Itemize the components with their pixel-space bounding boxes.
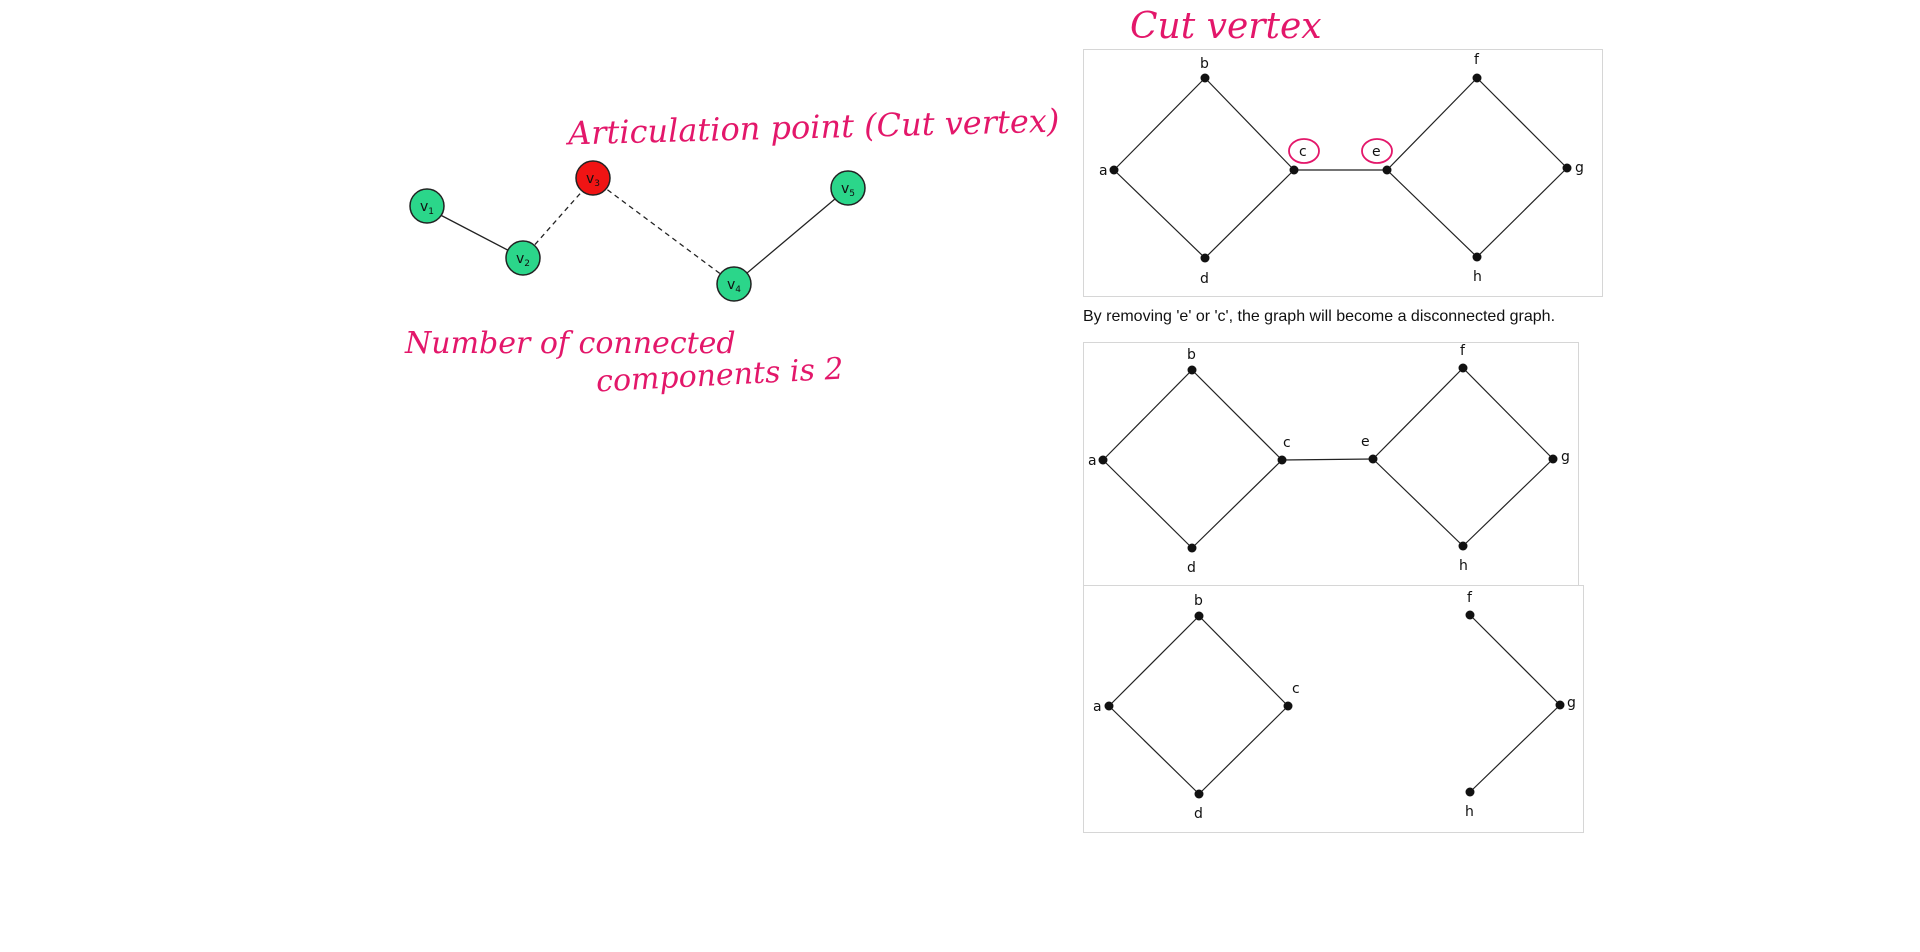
vertex-a (1098, 455, 1108, 465)
vertex-e (1368, 454, 1378, 464)
svg-text:d: d (1200, 271, 1209, 287)
vertex-b (1194, 611, 1204, 621)
vertex-h (1465, 787, 1475, 797)
svg-text:a: a (1099, 163, 1108, 179)
vertex-d (1187, 543, 1197, 553)
svg-text:v1: v1 (420, 199, 434, 217)
svg-text:b: b (1187, 347, 1196, 363)
articulation-point-diagram: v1 v2 v3 v4 v5 (409, 160, 866, 302)
vertex-c (1289, 165, 1299, 175)
vertex-f (1472, 73, 1482, 83)
svg-text:v5: v5 (841, 181, 855, 199)
svg-text:f: f (1474, 52, 1480, 68)
svg-text:e: e (1361, 434, 1370, 450)
svg-text:g: g (1567, 695, 1576, 711)
svg-text:f: f (1460, 343, 1466, 359)
svg-text:v3: v3 (586, 171, 600, 189)
edge-v1-v2 (426, 207, 524, 259)
svg-text:h: h (1465, 804, 1474, 820)
vertex-g (1548, 454, 1558, 464)
vertex-d (1200, 253, 1210, 263)
vertex-a (1104, 701, 1114, 711)
vertex-c (1283, 701, 1293, 711)
vertex-g (1555, 700, 1565, 710)
vertex-a (1109, 165, 1119, 175)
svg-text:h: h (1459, 558, 1468, 574)
svg-text:d: d (1194, 806, 1203, 822)
svg-text:v2: v2 (516, 251, 530, 269)
vertex-f (1465, 610, 1475, 620)
connected-components-note-line1: Number of connected (405, 326, 736, 361)
svg-text:g: g (1575, 160, 1584, 176)
svg-text:c: c (1299, 144, 1307, 160)
svg-text:b: b (1194, 593, 1203, 609)
svg-text:f: f (1467, 590, 1473, 606)
edge-v4-v5 (733, 187, 849, 285)
vertex-e (1382, 165, 1392, 175)
graph-after-removal: a b c d f g h (1083, 585, 1584, 833)
svg-text:a: a (1093, 699, 1102, 715)
svg-text:e: e (1372, 144, 1381, 160)
disconnected-graph-caption: By removing 'e' or 'c', the graph will b… (1083, 308, 1556, 325)
vertex-f (1458, 363, 1468, 373)
vertex-v2: v2 (505, 240, 541, 276)
vertex-h (1472, 252, 1482, 262)
graph-original-with-marks: a b c d e f g h (1083, 49, 1603, 297)
vertex-d (1194, 789, 1204, 799)
vertex-b (1187, 365, 1197, 375)
vertex-c (1277, 455, 1287, 465)
vertex-b (1200, 73, 1210, 83)
vertex-h (1458, 541, 1468, 551)
svg-text:v4: v4 (727, 277, 741, 295)
svg-text:d: d (1187, 560, 1196, 576)
vertex-v5: v5 (830, 170, 866, 206)
vertex-v3-cut: v3 (575, 160, 611, 196)
svg-text:g: g (1561, 449, 1570, 465)
vertex-v1: v1 (409, 188, 445, 224)
svg-text:b: b (1200, 56, 1209, 72)
cut-vertex-heading: Cut vertex (1130, 6, 1322, 47)
edge-v3-v4-dashed (592, 178, 735, 285)
vertex-v4: v4 (716, 266, 752, 302)
svg-text:h: h (1473, 269, 1482, 285)
svg-text:a: a (1088, 453, 1097, 469)
svg-text:c: c (1292, 681, 1300, 697)
cut-vertex-c-circle (1288, 138, 1320, 164)
cut-vertex-e-circle (1361, 138, 1393, 164)
svg-text:c: c (1283, 435, 1291, 451)
vertex-g (1562, 163, 1572, 173)
graph-original: a b c d e f g h (1083, 342, 1579, 587)
